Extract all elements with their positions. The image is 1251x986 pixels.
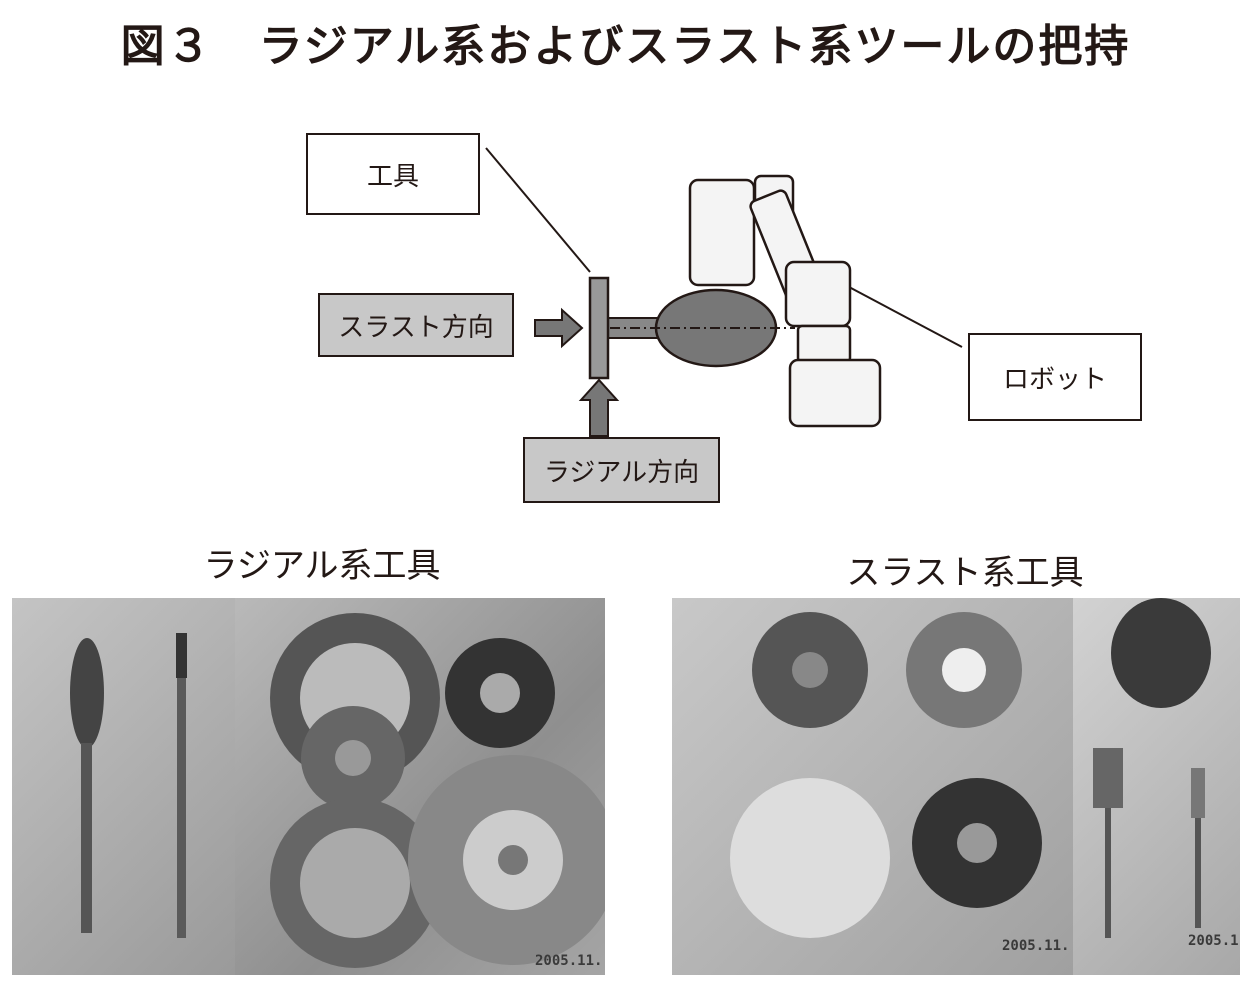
figure-title: 図３ ラジアル系およびスラスト系ツールの把持: [120, 21, 1131, 72]
tool-plate: [588, 276, 610, 380]
photo-wire-brushes: 2005.1: [1073, 598, 1240, 975]
radial-arrow-icon: [578, 378, 620, 437]
tool-label-box: 工具: [306, 133, 480, 215]
photo-radial-wheels: 2005.11.: [235, 598, 605, 975]
robot-diagram: [485, 147, 963, 437]
radial-tools-caption: ラジアル系工具: [203, 546, 441, 586]
photo-burr-tools: [12, 598, 235, 975]
robot-label-box: ロボット: [968, 333, 1142, 421]
tool-leader-line: [485, 147, 591, 273]
radial-direction-label: ラジアル方向: [523, 437, 720, 503]
photo-date-stamp: 2005.11.: [535, 953, 603, 969]
robot-arm-icon: [688, 174, 882, 428]
photo-date-stamp: 2005.11.: [1002, 938, 1070, 954]
thrust-tools-caption: スラスト系工具: [846, 553, 1084, 593]
photo-thrust-discs: 2005.11.: [672, 598, 1073, 975]
photo-date-stamp: 2005.1: [1188, 933, 1239, 949]
thrust-direction-label: スラスト方向: [318, 293, 514, 357]
thrust-arrow-icon: [534, 307, 584, 349]
